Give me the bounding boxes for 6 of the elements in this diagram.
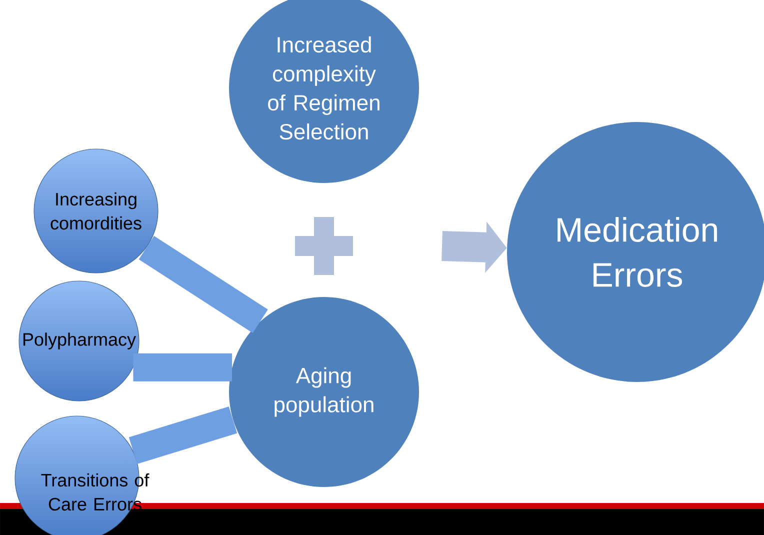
- connector-bar: [138, 236, 268, 333]
- connector-bar: [128, 406, 238, 464]
- connector-bar: [133, 353, 232, 382]
- circle-node: Aging population: [229, 297, 419, 487]
- circle-node: Polypharmacy: [18, 280, 140, 402]
- circle-node: Increasing comordities: [34, 148, 158, 274]
